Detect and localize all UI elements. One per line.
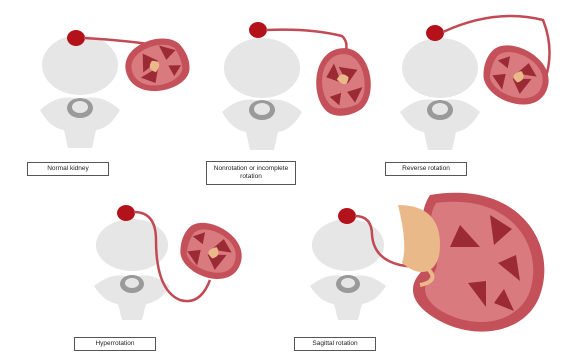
- sagittal-rotation-kidney-illustration: [290, 185, 564, 354]
- panel-hyperrotation: Hyperrotation: [60, 190, 280, 354]
- adrenal-gland: [117, 205, 135, 221]
- caption-sagittal-rotation: Sagittal rotation: [294, 337, 376, 351]
- vertebra: [400, 38, 480, 150]
- hyperrotation-kidney-illustration: [60, 190, 280, 354]
- caption-reverse-rotation: Reverse rotation: [385, 162, 467, 176]
- kidney: [398, 193, 544, 332]
- kidney: [173, 216, 250, 286]
- caption-hyperrotation: Hyperrotation: [74, 337, 156, 351]
- panel-sagittal-rotation: Sagittal rotation: [290, 185, 564, 354]
- kidney: [475, 38, 557, 113]
- panel-nonrotation: Nonrotation or incomplete rotation: [190, 0, 380, 190]
- normal-kidney-illustration: [0, 0, 190, 180]
- vertebra: [310, 219, 386, 320]
- panel-normal-kidney: Normal kidney: [0, 0, 190, 180]
- adrenal-gland: [426, 25, 444, 41]
- vertebra: [222, 38, 302, 150]
- adrenal-gland: [338, 208, 356, 224]
- vertebra: [40, 35, 120, 148]
- caption-nonrotation: Nonrotation or incomplete rotation: [206, 161, 296, 185]
- panel-reverse-rotation: Reverse rotation: [375, 0, 564, 190]
- kidney: [310, 44, 376, 120]
- adrenal-gland: [67, 30, 85, 46]
- adrenal-gland: [249, 22, 267, 38]
- caption-normal-kidney: Normal kidney: [27, 162, 109, 176]
